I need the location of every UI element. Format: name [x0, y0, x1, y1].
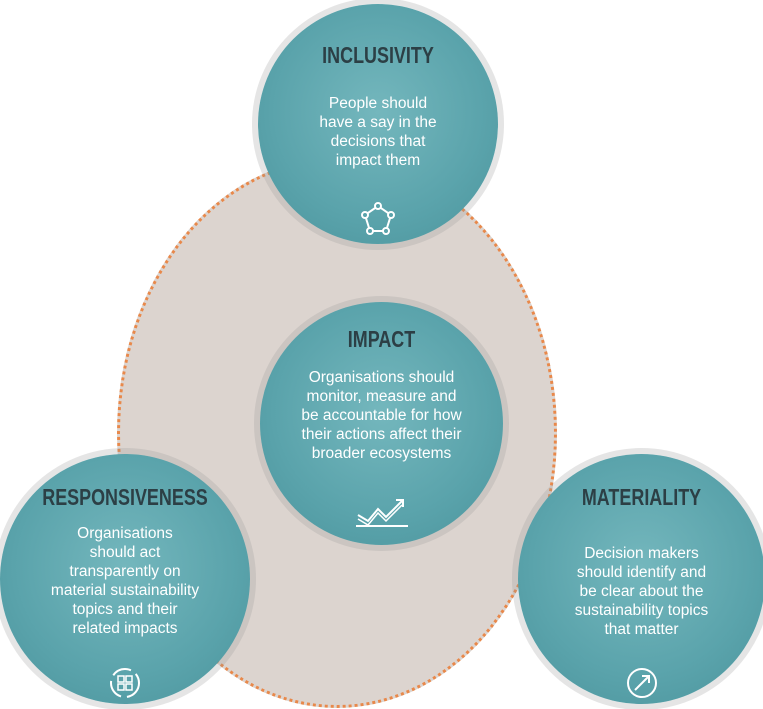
inclusivity-circle: INCLUSIVITY People should have a say in …	[258, 4, 498, 244]
responsiveness-title: RESPONSIVENESS	[42, 484, 208, 510]
materiality-text: Decision makers should identify and be c…	[574, 545, 709, 638]
materiality-circle: MATERIALITY Decision makers should ident…	[518, 454, 763, 704]
network-pentagon-icon	[361, 202, 395, 241]
recycle-grid-icon	[108, 666, 142, 705]
materiality-title: MATERIALITY	[581, 484, 702, 510]
responsiveness-text: Organisations should act transparently o…	[50, 525, 200, 637]
inclusivity-text: People should have a say in the decision…	[319, 95, 437, 169]
inclusivity-title: INCLUSIVITY	[322, 42, 434, 68]
impact-title: IMPACT	[347, 326, 416, 352]
trend-up-chart-icon	[354, 497, 410, 532]
impact-circle: IMPACT Organisations should monitor, mea…	[260, 302, 503, 545]
responsiveness-circle: RESPONSIVENESS Organisations should act …	[0, 454, 250, 704]
compass-arrow-icon	[625, 666, 659, 705]
impact-text: Organisations should monitor, measure an…	[301, 369, 462, 462]
